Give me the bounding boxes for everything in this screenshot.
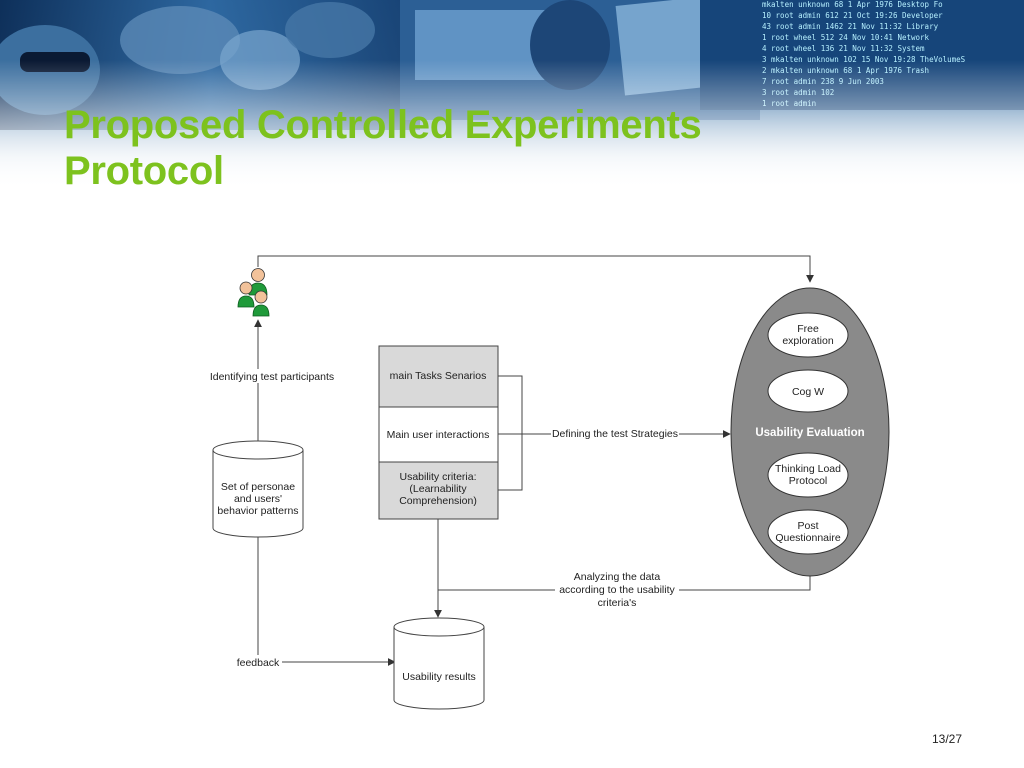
personae-line-1: Set of personae — [221, 481, 295, 493]
thinking-line-2: Protocol — [789, 475, 828, 487]
personae-line-2: and users' — [234, 493, 282, 505]
terminal-line: 4 root wheel 136 21 Nov 11:32 System — [762, 44, 925, 53]
analyzing-line-2: according to the usability — [559, 584, 675, 596]
main-interactions-label: Main user interactions — [387, 429, 490, 441]
connectors — [254, 255, 814, 666]
post-line-2: Questionnaire — [775, 532, 841, 544]
bracket-connector — [498, 375, 523, 491]
cogw-label: Cog W — [792, 386, 824, 398]
criteria-line-2: (Learnability — [409, 483, 467, 495]
defining-label: Defining the test Strategies — [552, 428, 678, 440]
analyzing-line-3: criteria's — [598, 597, 637, 609]
header-banner: mkalten unknown 68 1 Apr 1976 Desktop Fo… — [0, 0, 1024, 190]
usability-evaluation: Usability Evaluation Free exploration Co… — [730, 287, 890, 577]
title-line-1: Proposed Controlled Experiments — [64, 103, 702, 147]
thinking-line-1: Thinking Load — [775, 463, 841, 475]
post-line-1: Post — [797, 520, 818, 532]
free-line-2: exploration — [782, 335, 834, 347]
terminal-line: 1 root wheel 512 24 Nov 10:41 Network — [762, 33, 930, 42]
terminal-line: 43 root admin 1462 21 Nov 11:32 Library — [762, 22, 939, 31]
page-number: 13/27 — [931, 732, 962, 746]
evaluation-title: Usability Evaluation — [755, 427, 864, 439]
users-icon — [237, 268, 270, 317]
slide-title: Proposed Controlled Experiments Protocol — [64, 102, 702, 194]
terminal-line: 3 mkalten unknown 102 15 Nov 19:28 TheVo… — [762, 55, 966, 64]
results-database: Usability results — [393, 617, 485, 710]
tasks-scenarios-label: main Tasks Senarios — [390, 370, 487, 382]
title-line-2: Protocol — [64, 149, 224, 193]
personae-database: Set of personae and users' behavior patt… — [212, 440, 304, 538]
identifying-label: Identifying test participants — [210, 371, 334, 383]
feedback-label: feedback — [237, 657, 280, 669]
criteria-line-1: Usability criteria: — [399, 471, 476, 483]
tasks-box: main Tasks Senarios Main user interactio… — [378, 345, 499, 520]
terminal-line: 10 root admin 612 21 Oct 19:26 Developer — [762, 11, 943, 20]
top-loop-connector — [257, 255, 814, 283]
terminal-line: mkalten unknown 68 1 Apr 1976 Desktop Fo — [762, 0, 943, 9]
results-label: Usability results — [402, 671, 476, 683]
personae-line-3: behavior patterns — [217, 505, 298, 517]
criteria-line-3: Comprehension) — [399, 495, 477, 507]
analyzing-line-1: Analyzing the data — [574, 571, 661, 583]
free-line-1: Free — [797, 323, 819, 335]
